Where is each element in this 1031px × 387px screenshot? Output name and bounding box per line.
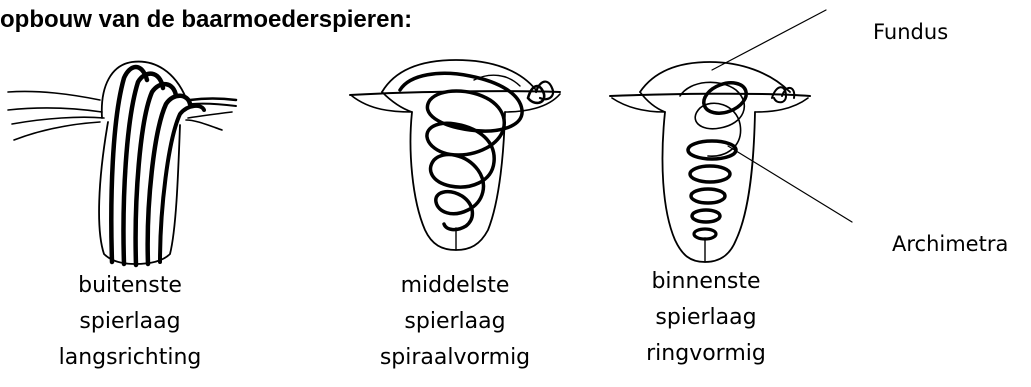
caption-line: spiraalvormig xyxy=(345,340,565,376)
leader-line-archimetra xyxy=(728,146,852,222)
caption-inner-layer: binnenste spierlaag ringvormig xyxy=(596,264,816,372)
caption-line: ringvormig xyxy=(596,336,816,372)
caption-line: langsrichting xyxy=(20,340,240,376)
uterus-middle-layer-drawing xyxy=(350,60,560,250)
uterus-outer-layer-drawing xyxy=(8,62,236,265)
caption-line: binnenste xyxy=(596,264,816,300)
leader-line-fundus xyxy=(712,10,826,70)
caption-line: spierlaag xyxy=(345,304,565,340)
caption-outer-layer: buitenste spierlaag langsrichting xyxy=(20,268,240,376)
caption-line: buitenste xyxy=(20,268,240,304)
caption-line: spierlaag xyxy=(596,300,816,336)
caption-line: middelste xyxy=(345,268,565,304)
caption-line: spierlaag xyxy=(20,304,240,340)
caption-middle-layer: middelste spierlaag spiraalvormig xyxy=(345,268,565,376)
uterus-inner-layer-drawing xyxy=(610,62,810,262)
